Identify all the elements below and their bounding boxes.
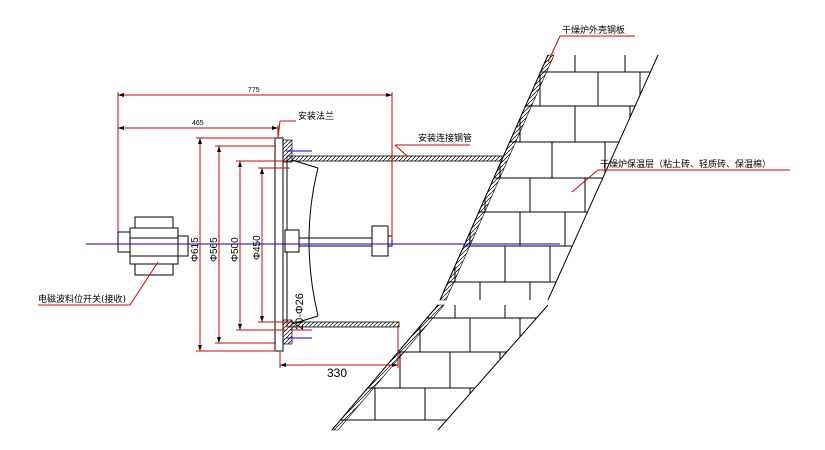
dim-d615: Φ615 — [190, 237, 201, 262]
brick-wall-upper — [439, 54, 659, 301]
dim-overall: 775 — [248, 87, 260, 94]
dim-depth: 330 — [327, 366, 347, 380]
dim-d500: Φ500 — [230, 237, 241, 262]
steel-shell — [439, 54, 555, 301]
label-pipe: 安装连接钢管 — [418, 132, 472, 144]
dimension-lines — [38, 35, 790, 368]
steel-shell-lower — [331, 304, 445, 431]
label-steel-plate: 干燥炉外壳钢板 — [562, 24, 625, 36]
level-switch — [117, 216, 189, 276]
label-flange: 安装法兰 — [298, 110, 334, 122]
dim-d565: Φ565 — [209, 237, 220, 262]
dim-flange-to-switch: 465 — [192, 120, 204, 127]
label-insulation: 干燥炉保温层（粘土砖、轻质砖、保温棉） — [600, 158, 771, 170]
dim-bolt: 20-Φ26 — [294, 293, 306, 330]
dimension-arrows — [118, 93, 398, 367]
dim-d450: Φ450 — [252, 235, 263, 260]
sensor-rod — [299, 225, 393, 257]
label-switch: 电磁波料位开关(接收) — [38, 293, 126, 305]
